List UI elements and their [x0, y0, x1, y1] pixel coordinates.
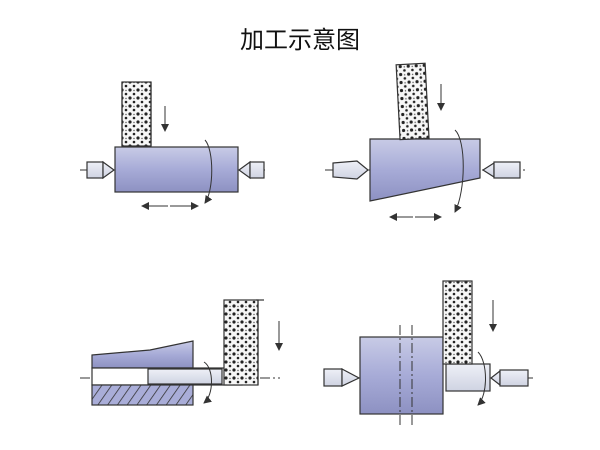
- left-center: [86, 160, 116, 180]
- rotation-arrow: [454, 129, 464, 213]
- workpiece-shaft: [445, 363, 491, 392]
- workpiece-section: [91, 384, 194, 406]
- panel-cylindrical-grinding: [80, 81, 265, 210]
- workpiece-cylinder: [114, 146, 239, 193]
- workpiece-taper: [369, 138, 481, 202]
- panel-face-grinding: [323, 280, 535, 428]
- right-center: [481, 161, 521, 179]
- rotation-arrow: [203, 361, 212, 404]
- rotation-arrow: [477, 351, 486, 406]
- grinding-wheel: [442, 280, 473, 365]
- left-center: [323, 368, 361, 387]
- panel-taper-grinding: [325, 62, 525, 221]
- diagram-title: 加工示意图: [240, 26, 360, 54]
- rotation-arrow: [204, 139, 213, 204]
- left-center: [332, 160, 369, 180]
- grinding-wheel: [395, 62, 430, 141]
- grinding-wheel: [121, 81, 152, 147]
- grinding-quill: [147, 368, 223, 385]
- workpiece-block: [359, 336, 444, 415]
- right-center: [237, 160, 265, 180]
- right-center: [490, 369, 529, 387]
- panel-internal-grinding: [80, 299, 283, 406]
- grinding-wheel: [223, 299, 259, 386]
- workpiece-sleeve-top: [91, 340, 194, 369]
